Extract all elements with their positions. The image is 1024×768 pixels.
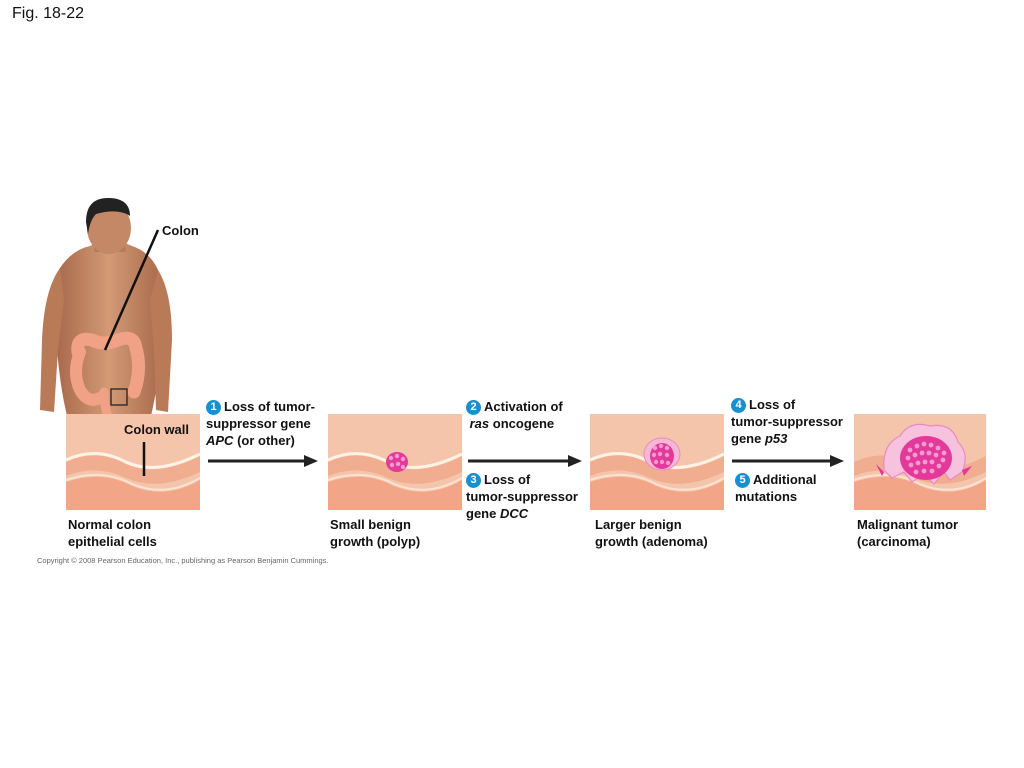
arrow-1 [208, 455, 318, 467]
tissue-panel-normal [65, 414, 201, 510]
arrow-3 [732, 455, 844, 467]
stage-caption-carcinoma: Malignant tumor(carcinoma) [857, 517, 959, 549]
step-2-badge: 2 [466, 400, 481, 415]
figure-label: Fig. 18-22 [12, 5, 85, 22]
arrow-2 [468, 455, 582, 467]
colon-wall-label: Colon wall [122, 421, 191, 438]
step-4-badge: 4 [731, 398, 746, 413]
tissue-panel-carcinoma [853, 414, 987, 510]
step-5-badge: 5 [735, 473, 750, 488]
tissue-panel-polyp [327, 414, 463, 510]
tissue-panel-adenoma [589, 414, 725, 510]
step-1-badge: 1 [206, 400, 221, 415]
copyright-notice: Copyright © 2008 Pearson Education, Inc.… [37, 556, 329, 565]
colon-label: Colon [162, 223, 199, 238]
step-3-badge: 3 [466, 473, 481, 488]
